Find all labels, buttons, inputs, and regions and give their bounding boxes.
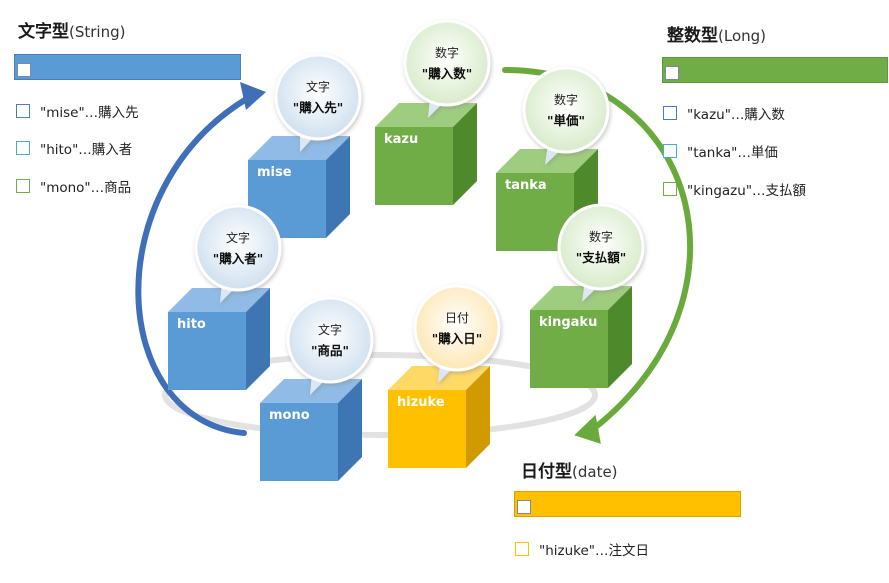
blue-arrow-head (240, 82, 266, 110)
legend-item-hito: "hito"…購入者 (16, 138, 132, 158)
cube-side-face (453, 103, 477, 205)
variable-cube-hito: hito (168, 288, 270, 390)
legend-box-icon (515, 542, 529, 556)
long-type-heading: 整数型(Long) (667, 21, 766, 46)
cube-front-face (388, 390, 466, 468)
cube-label-mise: mise (257, 165, 292, 180)
date-type-title: 日付型 (521, 462, 572, 482)
legend-text: "hito"…購入者 (40, 142, 133, 158)
cube-front-face (260, 403, 338, 481)
cube-label-kingaku: kingaku (539, 315, 597, 330)
legend-box-icon (16, 104, 30, 118)
string-type-title-en: (String) (69, 23, 126, 41)
cube-label-hizuke: hizuke (397, 395, 445, 410)
bubble-type-mono: 文字 (318, 322, 342, 337)
variable-cube-mise: mise (248, 136, 350, 238)
legend-item-tanka: "tanka"…単価 (663, 141, 778, 161)
bubble-type-kazu: 数字 (435, 45, 459, 60)
date-type-title-en: (date) (572, 463, 618, 481)
speech-bubble-mono: 文字 "商品" (286, 296, 374, 395)
bubble-circle (286, 296, 374, 384)
cube-front-face (168, 312, 246, 390)
legend-item-mono: "mono"…商品 (16, 176, 131, 196)
legend-text: "kingazu"…支払額 (687, 183, 807, 199)
cube-top-face (168, 288, 270, 312)
date-type-heading: 日付型(date) (521, 457, 618, 482)
bubble-label-hizuke: "購入日" (432, 331, 483, 346)
speech-bubble-kingaku: 数字 "支払額" (557, 203, 645, 302)
bubble-circle (403, 19, 491, 107)
string-type-bar (14, 54, 241, 80)
cube-label-mono: mono (269, 408, 310, 423)
bubble-type-kingaku: 数字 (589, 229, 613, 244)
legend-text: "hizuke"…注文日 (539, 543, 650, 559)
green-arrow-head (574, 414, 601, 444)
cube-side-face (466, 366, 490, 468)
bubble-type-hito: 文字 (226, 230, 250, 245)
cube-front-face (375, 127, 453, 205)
legend-item-kazu: "kazu"…購入数 (663, 103, 785, 123)
blue-cycle-arrow (135, 95, 251, 436)
bubble-label-mise: "購入先" (293, 100, 344, 115)
bubble-circle (522, 66, 610, 154)
bubble-type-tanka: 数字 (554, 92, 578, 107)
string-type-title: 文字型 (18, 22, 69, 42)
speech-bubble-tanka: 数字 "単価" (522, 66, 610, 165)
cube-side-face (608, 286, 632, 388)
legend-box-icon (663, 106, 677, 120)
cube-side-face (326, 136, 350, 238)
long-bar-square (665, 66, 679, 80)
bubble-type-hizuke: 日付 (445, 311, 469, 325)
legend-item-mise: "mise"…購入先 (16, 101, 139, 121)
cube-top-face (248, 136, 350, 160)
legend-box-icon (16, 179, 30, 193)
bubble-label-kingaku: "支払額" (576, 250, 627, 265)
variable-cube-mono: mono (260, 379, 362, 481)
date-bar-square (517, 500, 531, 514)
long-type-title: 整数型 (667, 26, 718, 46)
legend-box-icon (16, 141, 30, 155)
legend-box-icon (663, 144, 677, 158)
bubble-circle (274, 53, 362, 141)
speech-bubble-hizuke: 日付 "購入日" (413, 284, 501, 383)
date-type-bar (514, 491, 741, 517)
cube-label-kazu: kazu (384, 132, 418, 147)
legend-text: "kazu"…購入数 (687, 107, 785, 123)
cube-label-tanka: tanka (505, 178, 547, 193)
cube-top-face (530, 286, 632, 310)
string-type-heading: 文字型(String) (18, 17, 125, 42)
speech-bubble-kazu: 数字 "購入数" (403, 19, 491, 118)
variable-cube-kazu: kazu (375, 103, 477, 205)
variable-cube-kingaku: kingaku (530, 286, 632, 388)
speech-bubble-hito: 文字 "購入者" (194, 204, 282, 303)
cube-side-face (338, 379, 362, 481)
bubble-label-mono: "商品" (311, 343, 349, 358)
long-type-bar (662, 57, 888, 83)
bubble-label-kazu: "購入数" (422, 66, 473, 81)
bubble-circle (413, 284, 501, 372)
speech-bubble-mise: 文字 "購入先" (274, 53, 362, 152)
legend-box-icon (663, 182, 677, 196)
bubble-label-tanka: "単価" (547, 113, 585, 128)
bubble-circle (194, 204, 282, 292)
variable-cube-hizuke: hizuke (388, 366, 490, 468)
cube-front-face (530, 310, 608, 388)
legend-text: "mono"…商品 (40, 180, 132, 196)
legend-text: "mise"…購入先 (40, 105, 139, 121)
legend-text: "tanka"…単価 (687, 145, 778, 161)
legend-item-kingazu: "kingazu"…支払額 (663, 179, 806, 199)
cube-side-face (246, 288, 270, 390)
cube-label-hito: hito (177, 317, 206, 332)
string-bar-square (17, 63, 31, 77)
bubble-type-mise: 文字 (306, 79, 330, 94)
bubble-circle (557, 203, 645, 291)
cube-top-face (375, 103, 477, 127)
bubble-label-hito: "購入者" (213, 251, 264, 266)
long-type-title-en: (Long) (718, 27, 767, 45)
variable-cube-tanka: tanka (496, 149, 598, 251)
legend-item-hizuke: "hizuke"…注文日 (515, 539, 649, 559)
platform-ring (162, 352, 598, 438)
